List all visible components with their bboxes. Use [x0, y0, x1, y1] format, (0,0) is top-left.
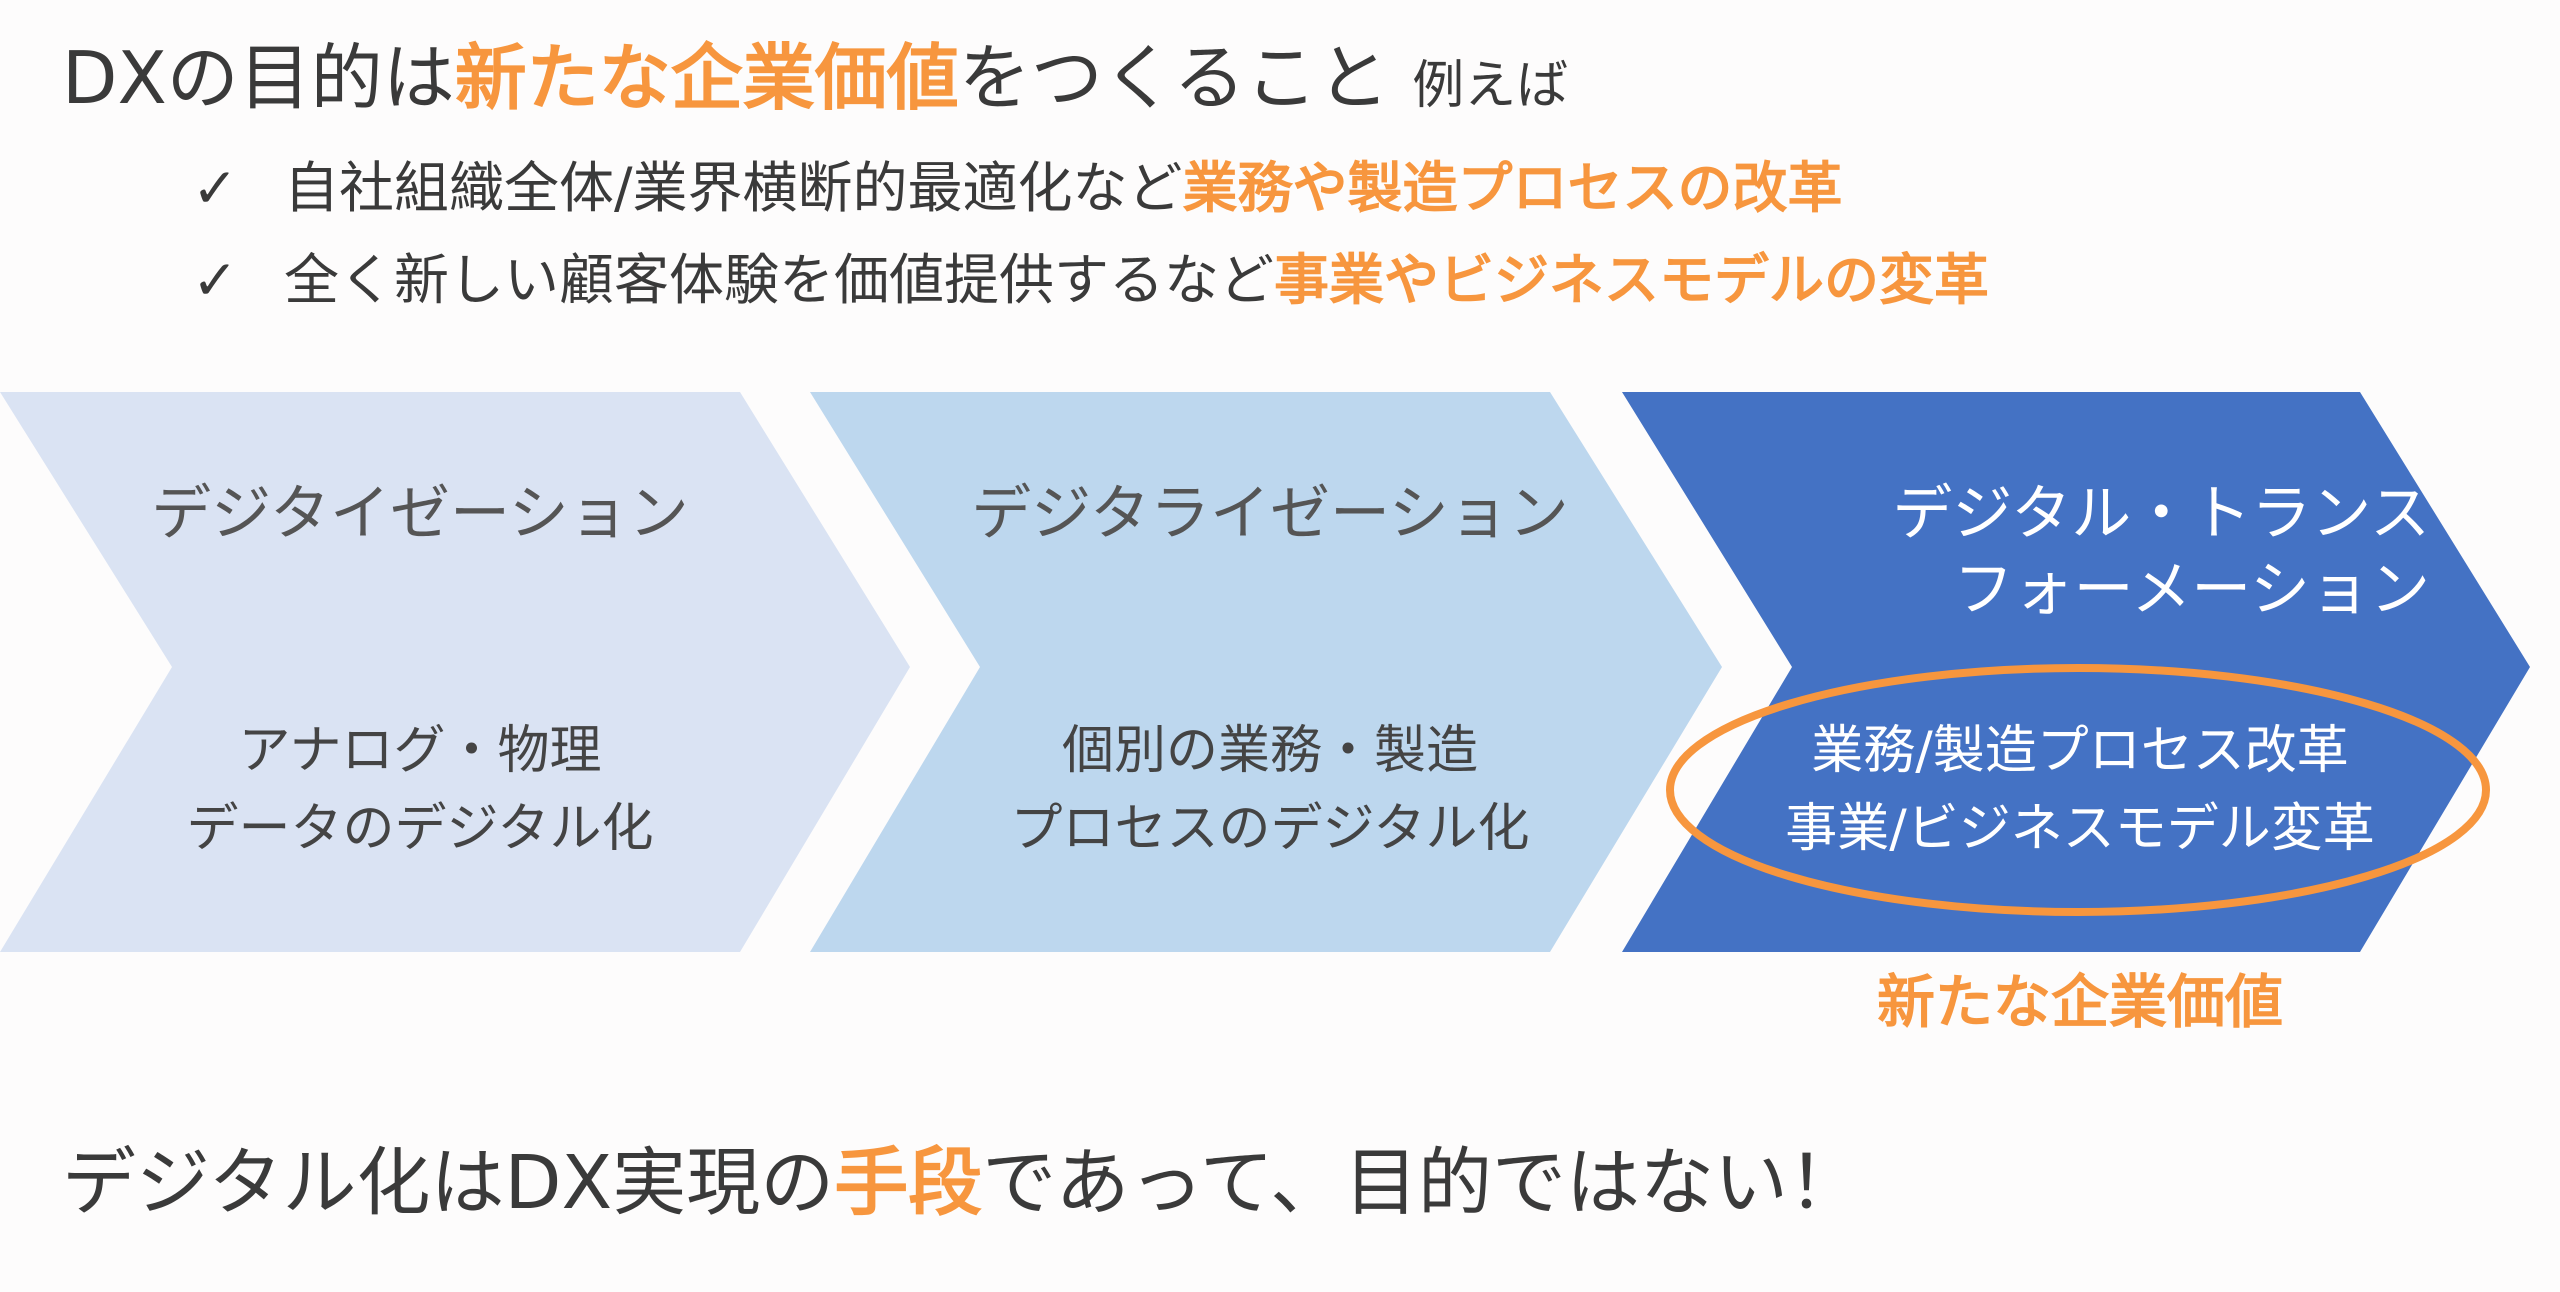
chevron1-title-line: デジタイゼーション	[151, 479, 689, 549]
chevron1-description: アナログ・物理データのデジタル化	[110, 712, 730, 868]
chevron1-title: デジタイゼーション	[110, 476, 730, 552]
bullet-highlight: 業務や製造プロセスの改革	[1182, 156, 1843, 220]
chevron1-desc-line: アナログ・物理	[238, 721, 602, 781]
new-value-label: 新たな企業価値	[1876, 968, 2283, 1036]
chevron3-description: 業務/製造プロセス改革事業/ビジネスモデル変革	[1710, 712, 2450, 868]
page-title: DXの目的は新たな企業価値をつくること 例えば	[62, 28, 1568, 136]
chevron3-title-line: デジタル・トランス	[1892, 479, 2430, 549]
chevron2-desc-line: 個別の業務・製造	[1061, 721, 1478, 781]
title-small: 例えば	[1412, 56, 1569, 116]
title-suffix: をつくること	[958, 36, 1390, 120]
chevron1-desc-line: データのデジタル化	[186, 799, 654, 859]
chevron-digitization	[0, 392, 910, 952]
check-icon: ✓	[192, 248, 239, 312]
footer-prefix: デジタル化はDX実現の	[62, 1140, 835, 1226]
bullet-text: 全く新しい顧客体験を価値提供するなど	[284, 248, 1275, 312]
chevron2-title-line: デジタライゼーション	[971, 479, 1569, 549]
bullet-item: ✓ 自社組織全体/業界横断的最適化など業務や製造プロセスの改革	[192, 148, 1843, 228]
footer-suffix: であって、目的ではない！	[982, 1140, 1863, 1226]
bullet-text: 自社組織全体/業界横断的最適化など	[284, 156, 1183, 220]
bullet-item: ✓ 全く新しい顧客体験を価値提供するなど事業やビジネスモデルの変革	[192, 240, 1989, 320]
bullet-highlight: 事業やビジネスモデルの変革	[1274, 248, 1990, 312]
chevron3-title: デジタル・トランスフォーメーション	[1750, 476, 2430, 628]
title-highlight: 新たな企業価値	[454, 36, 959, 120]
title-prefix: DXの目的は	[62, 36, 455, 120]
highlight-ellipse	[1666, 664, 2490, 916]
chevron3-desc-line: 事業/ビジネスモデル変革	[1785, 799, 2375, 859]
chevron2-description: 個別の業務・製造プロセスのデジタル化	[920, 712, 1620, 868]
check-icon: ✓	[192, 156, 239, 220]
footer-highlight: 手段	[834, 1140, 983, 1226]
chevron2-desc-line: プロセスのデジタル化	[1010, 799, 1530, 859]
chevron3-title-line: フォーメーション	[1953, 555, 2430, 625]
chevron-digitalization	[810, 392, 1722, 952]
footer-message: デジタル化はDX実現の手段であって、目的ではない！	[62, 1128, 1862, 1238]
chevron3-desc-line: 業務/製造プロセス改革	[1811, 721, 2349, 781]
chevron2-title: デジタライゼーション	[920, 476, 1620, 552]
